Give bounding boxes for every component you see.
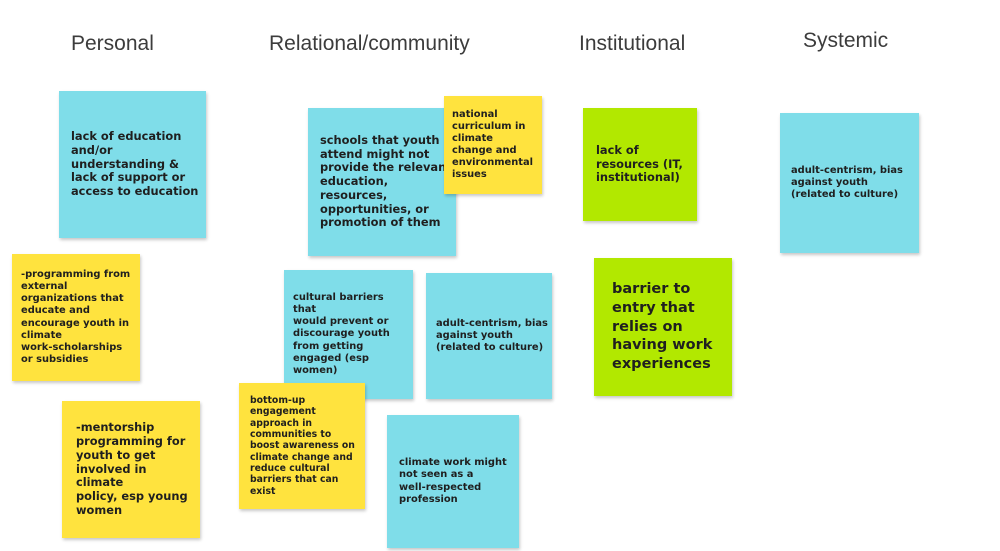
- sticky-note-text: barrier to entry that relies on having w…: [612, 280, 713, 373]
- sticky-note-text: climate work might not seen as a well-re…: [399, 457, 507, 505]
- sticky-note-climate-work[interactable]: climate work might not seen as a well-re…: [387, 415, 519, 548]
- column-header-institutional: Institutional: [579, 32, 686, 55]
- sticky-note-text: -programming from external organizations…: [21, 269, 131, 365]
- sticky-note-barrier-to-entry[interactable]: barrier to entry that relies on having w…: [594, 258, 732, 396]
- sticky-note-text: lack of education and/or understanding &…: [71, 129, 199, 199]
- sticky-note-external-programming[interactable]: -programming from external organizations…: [12, 254, 140, 381]
- sticky-note-text: lack of resources (IT, institutional): [596, 142, 683, 185]
- column-header-systemic: Systemic: [803, 29, 889, 52]
- sticky-note-adult-centrism-systemic[interactable]: adult-centrism, bias against youth (rela…: [780, 113, 919, 253]
- sticky-note-lack-of-education[interactable]: lack of education and/or understanding &…: [59, 91, 206, 238]
- sticky-note-text: schools that youth attend might not prov…: [320, 132, 452, 230]
- sticky-note-lack-of-resources[interactable]: lack of resources (IT, institutional): [583, 108, 697, 221]
- sticky-note-schools[interactable]: schools that youth attend might not prov…: [308, 108, 456, 256]
- sticky-note-text: bottom-up engagement approach in communi…: [250, 395, 355, 497]
- sticky-note-text: national curriculum in climate change an…: [452, 108, 534, 181]
- sticky-note-text: adult-centrism, bias against youth (rela…: [791, 164, 903, 201]
- column-header-personal: Personal: [71, 32, 154, 55]
- sticky-note-mentorship[interactable]: -mentorship programming for youth to get…: [62, 401, 200, 538]
- sticky-note-adult-centrism-relational[interactable]: adult-centrism, bias against youth (rela…: [426, 273, 552, 399]
- sticky-note-cultural-barriers[interactable]: cultural barriers that would prevent or …: [284, 270, 413, 399]
- sticky-note-text: cultural barriers that would prevent or …: [293, 292, 390, 376]
- sticky-note-text: adult-centrism, bias against youth (rela…: [436, 317, 548, 354]
- sticky-note-bottom-up[interactable]: bottom-up engagement approach in communi…: [239, 383, 365, 509]
- sticky-note-text: -mentorship programming for youth to get…: [76, 420, 188, 517]
- column-header-relational-community: Relational/community: [269, 32, 470, 55]
- sticky-note-national-curriculum[interactable]: national curriculum in climate change an…: [444, 96, 542, 194]
